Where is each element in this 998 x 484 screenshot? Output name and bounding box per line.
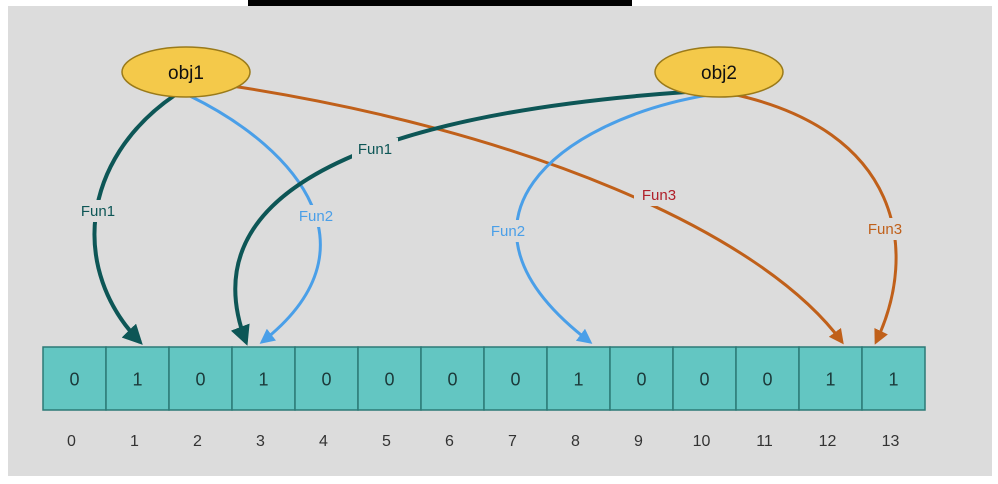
index-label: 6 xyxy=(445,433,454,450)
bit-cell: 1 xyxy=(231,346,296,411)
index-label: 10 xyxy=(693,433,711,450)
bit-cell-box xyxy=(546,346,611,411)
bit-cell-box xyxy=(168,346,233,411)
bit-cell-box xyxy=(735,346,800,411)
hash-edges xyxy=(92,84,898,346)
index-label: 1 xyxy=(130,433,139,450)
bit-cell: 0 xyxy=(357,346,422,411)
index-label: 9 xyxy=(634,433,643,450)
index-label: 13 xyxy=(882,433,900,450)
bit-cell: 0 xyxy=(609,346,674,411)
bit-array: 0 1 0 1 0 0 0 0 1 0 0 0 1 1 xyxy=(42,346,926,411)
node-obj2: obj2 xyxy=(654,46,784,98)
bit-value: 1 xyxy=(573,370,583,390)
node-obj2-label: obj2 xyxy=(701,63,737,84)
bit-cell-box xyxy=(861,346,926,411)
bit-cell: 0 xyxy=(672,346,737,411)
bit-value: 0 xyxy=(195,370,205,390)
bit-cell-box xyxy=(420,346,485,411)
bit-cell-box xyxy=(609,346,674,411)
node-obj1-label: obj1 xyxy=(168,63,204,84)
bit-value: 0 xyxy=(384,370,394,390)
bit-cell-box xyxy=(672,346,737,411)
index-label: 3 xyxy=(256,433,265,450)
bit-value: 0 xyxy=(69,370,79,390)
bit-cell: 1 xyxy=(798,346,863,411)
index-label: 8 xyxy=(571,433,580,450)
edge-obj1-fun2 xyxy=(189,94,322,344)
bit-value: 1 xyxy=(825,370,835,390)
bit-cell: 0 xyxy=(420,346,485,411)
index-label: 12 xyxy=(819,433,837,450)
bit-value: 0 xyxy=(636,370,646,390)
bit-cell: 0 xyxy=(294,346,359,411)
index-label: 7 xyxy=(508,433,517,450)
top-black-bar xyxy=(248,0,632,6)
index-label: 0 xyxy=(67,433,76,450)
bit-value: 0 xyxy=(447,370,457,390)
bit-value: 1 xyxy=(258,370,268,390)
index-label: 4 xyxy=(319,433,328,450)
bit-value: 0 xyxy=(321,370,331,390)
label-obj2-fun1: Fun1 xyxy=(358,141,392,158)
bit-cell: 0 xyxy=(483,346,548,411)
bit-value: 1 xyxy=(888,370,898,390)
object-nodes: obj1 obj2 xyxy=(121,46,784,98)
bit-value: 0 xyxy=(510,370,520,390)
bit-value: 0 xyxy=(762,370,772,390)
bit-cell: 1 xyxy=(546,346,611,411)
bit-cell-box xyxy=(798,346,863,411)
label-obj1-fun3: Fun3 xyxy=(642,187,676,204)
bit-cell: 0 xyxy=(42,346,107,411)
edge-obj1-fun3 xyxy=(231,84,844,345)
edge-obj2-fun3 xyxy=(731,92,898,345)
bit-cell: 0 xyxy=(735,346,800,411)
edge-labels: Fun1 Fun2 Fun3 Fun1 Fun2 Fun3 xyxy=(76,138,910,242)
bit-cell-box xyxy=(483,346,548,411)
bit-cell-box xyxy=(231,346,296,411)
bit-cell-box xyxy=(294,346,359,411)
bit-cell: 1 xyxy=(105,346,170,411)
label-obj1-fun2: Fun2 xyxy=(299,208,333,225)
edge-obj2-fun2 xyxy=(515,93,709,344)
edge-obj2-fun1 xyxy=(230,90,687,346)
node-obj1: obj1 xyxy=(121,46,251,98)
bit-cell: 1 xyxy=(861,346,926,411)
bit-value: 0 xyxy=(699,370,709,390)
bit-cell-box xyxy=(105,346,170,411)
bit-cell: 0 xyxy=(168,346,233,411)
index-label: 5 xyxy=(382,433,391,450)
index-label: 2 xyxy=(193,433,202,450)
label-obj1-fun1: Fun1 xyxy=(81,203,115,220)
index-label: 11 xyxy=(756,433,773,450)
label-obj2-fun3: Fun3 xyxy=(868,221,902,238)
bit-value: 1 xyxy=(132,370,142,390)
label-obj2-fun2: Fun2 xyxy=(491,223,525,240)
